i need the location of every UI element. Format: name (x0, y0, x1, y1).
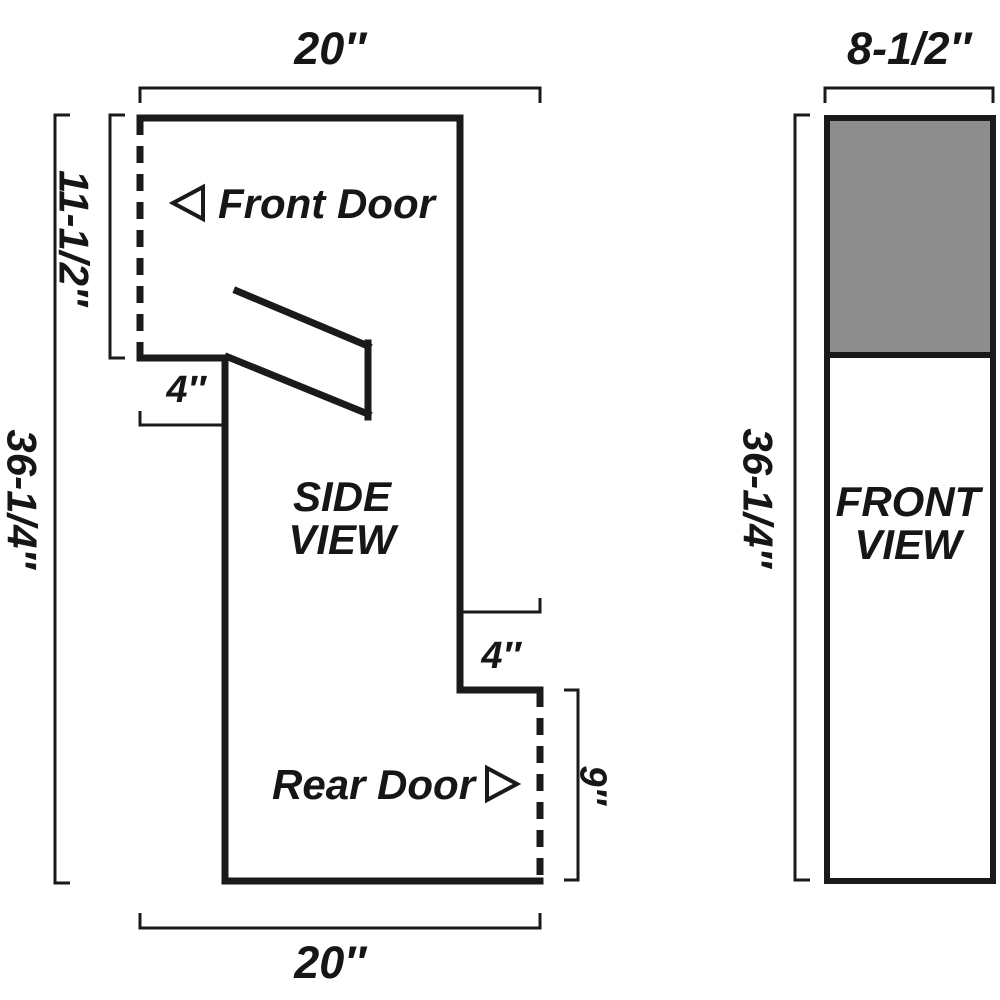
baffle-upper-slant-line (232, 286, 373, 351)
front-view-title: FRONT VIEW (836, 478, 984, 568)
dim-label-front-overall-height: 36-1/4″ (734, 428, 781, 569)
dim-bracket (793, 113, 810, 882)
dim-front-door-height: 11-1/2″ (50, 113, 125, 360)
dim-side-overall-height: 36-1/4″ (0, 113, 70, 885)
front-view-title-line1: FRONT (836, 478, 984, 525)
internal-baffle (223, 286, 373, 421)
left-arrow-icon (168, 183, 205, 223)
dim-bracket (564, 688, 580, 882)
rear-door-label: Rear Door (272, 761, 478, 808)
dim-bracket (138, 411, 227, 427)
dim-front-step: 4″ (138, 369, 227, 427)
front-view-title-line2: VIEW (854, 521, 965, 568)
dim-bracket (138, 86, 542, 103)
side-view-outline-bottom-left (136, 354, 544, 885)
front-door-label: Front Door (218, 180, 438, 227)
front-door-callout: Front Door (168, 180, 438, 227)
dim-label-top-depth: 20″ (293, 23, 368, 74)
dim-bracket (138, 913, 542, 930)
rear-door-callout: Rear Door (272, 761, 522, 808)
front-view: 8-1/2″ 36-1/4″ FRONT VIEW (734, 23, 996, 884)
dim-label-front-step: 4″ (165, 369, 207, 411)
side-view: 20″ 20″ 36-1/4″ 11-1/2″ 4″ 4″ (0, 23, 614, 988)
dim-label-rear-door-height: 9″ (572, 765, 614, 806)
front-door-panel (824, 115, 996, 358)
dim-rear-step: 4″ (458, 598, 542, 677)
side-view-outline-top-right (136, 114, 544, 694)
dim-bracket (823, 86, 995, 103)
dim-bracket (108, 113, 125, 360)
dim-rear-door-height: 9″ (564, 688, 614, 882)
dim-label-overall-height: 36-1/4″ (0, 429, 45, 570)
dim-label-bottom-depth: 20″ (293, 937, 368, 988)
baffle-lower-slant-line (223, 352, 373, 419)
dim-bracket (458, 598, 542, 614)
dim-bracket (53, 113, 70, 885)
dim-side-bottom-depth: 20″ (138, 913, 542, 988)
dim-side-top-depth: 20″ (138, 23, 542, 103)
dim-label-rear-step: 4″ (480, 635, 522, 677)
right-arrow-icon (485, 764, 522, 804)
front-view-body-outline (824, 115, 996, 884)
dim-label-front-width: 8-1/2″ (847, 23, 974, 74)
dim-front-overall-height: 36-1/4″ (734, 113, 810, 882)
dim-label-front-door-height: 11-1/2″ (50, 170, 97, 308)
side-view-title-line2: VIEW (288, 516, 399, 563)
dim-front-width: 8-1/2″ (823, 23, 995, 103)
side-view-title: SIDE VIEW (288, 473, 399, 563)
side-view-title-line1: SIDE (293, 473, 393, 520)
